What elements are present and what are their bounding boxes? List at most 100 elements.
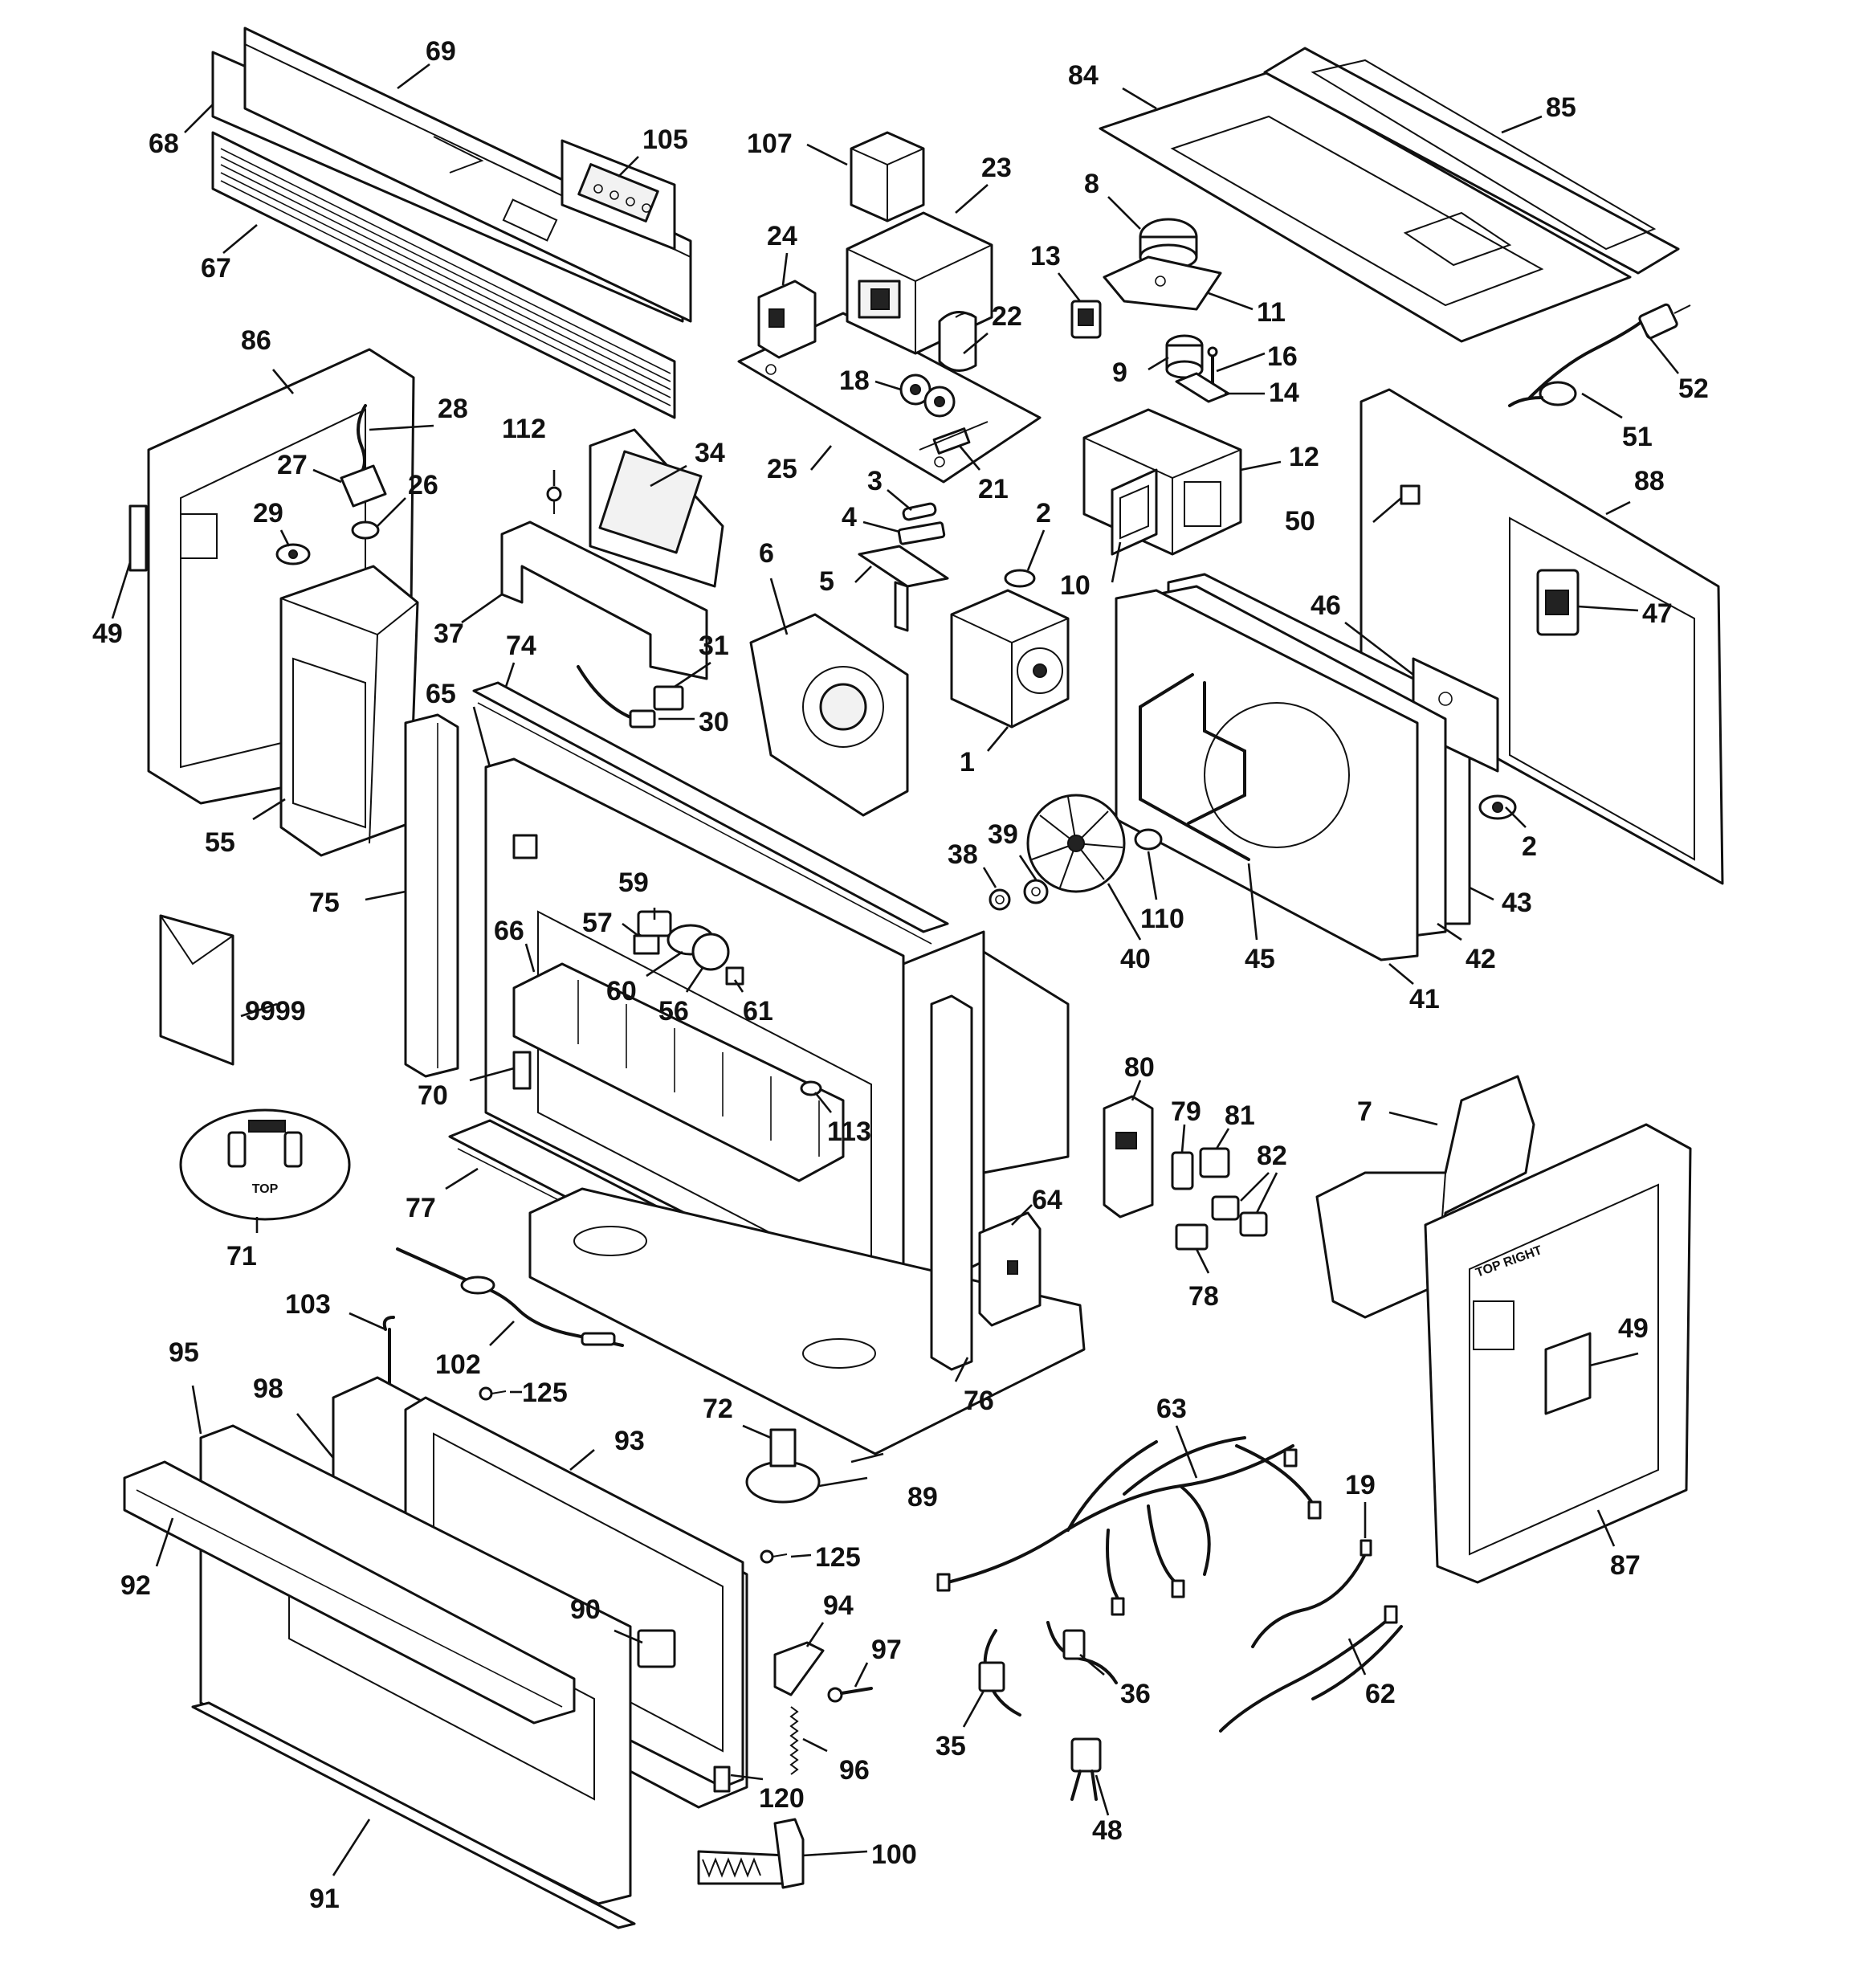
callout-59: 59: [618, 867, 649, 898]
part-31-connector: [653, 685, 684, 711]
part-2-thermal-cutout-right: [1478, 794, 1517, 820]
part-26-grommet: [351, 520, 380, 540]
callout-90: 90: [570, 1594, 601, 1625]
callout-120: 120: [759, 1783, 805, 1814]
part-9-coupler: [1165, 334, 1204, 379]
part-45-heater-element: [1139, 673, 1250, 861]
part-10-waveguide-gasket: [1111, 468, 1158, 556]
callout-4: 4: [842, 502, 857, 533]
callout-22: 22: [992, 301, 1022, 332]
callout-12: 12: [1289, 442, 1319, 472]
callout-85: 85: [1546, 92, 1576, 123]
callout-98: 98: [253, 1374, 283, 1404]
callout-82: 82: [1257, 1141, 1287, 1171]
callout-8: 8: [1084, 169, 1099, 199]
callout-113: 113: [827, 1116, 871, 1147]
part-82-switches: [1211, 1195, 1268, 1237]
part-37-board-bracket: [500, 520, 708, 680]
callout-16: 16: [1267, 341, 1298, 372]
callout-35: 35: [936, 1731, 966, 1761]
callout-45: 45: [1245, 944, 1275, 974]
part-64-bracket: [978, 1211, 1042, 1327]
callout-110: 110: [1140, 904, 1184, 934]
part-107-cube: [850, 131, 925, 222]
callout-23: 23: [981, 153, 1012, 183]
part-75-side-trim: [404, 713, 459, 1078]
callout-79: 79: [1171, 1096, 1201, 1127]
part-66-oven-rack: [512, 962, 845, 1182]
callout-63: 63: [1156, 1394, 1187, 1424]
callout-49a: 49: [92, 618, 123, 649]
part-74-top-trim: [472, 681, 949, 945]
callout-24: 24: [767, 221, 797, 251]
part-13-switch: [1070, 300, 1102, 339]
callout-88: 88: [1634, 466, 1665, 496]
part-50-clip: [1400, 484, 1421, 505]
callout-100: 100: [871, 1839, 917, 1870]
callout-25: 25: [767, 454, 797, 484]
part-112-screw: [546, 486, 562, 514]
part-62-wire-lead: [1219, 1605, 1403, 1733]
part-78-switch-bracket: [1175, 1223, 1209, 1251]
callout-29: 29: [253, 498, 283, 529]
callout-39: 39: [988, 819, 1018, 850]
part-61-clip: [725, 966, 744, 986]
callout-26: 26: [408, 470, 438, 500]
part-96-spring: [789, 1706, 799, 1775]
part-55-duct: [279, 565, 419, 857]
callout-70: 70: [418, 1080, 448, 1111]
callout-40: 40: [1120, 944, 1151, 974]
part-22-capacitor: [938, 311, 977, 372]
part-24-small-transformer: [757, 280, 817, 359]
callout-56: 56: [658, 996, 689, 1027]
callout-42: 42: [1466, 944, 1496, 974]
part-48-connector: [1070, 1737, 1102, 1801]
callout-125a: 125: [522, 1378, 568, 1408]
part-92-door-handle: [123, 1460, 576, 1725]
part-110-spacer: [1134, 828, 1163, 851]
callout-74: 74: [506, 631, 536, 661]
part-5-bracket: [858, 545, 949, 632]
callout-66: 66: [494, 916, 524, 946]
callout-47: 47: [1642, 598, 1673, 629]
callout-43: 43: [1502, 888, 1532, 918]
callout-52: 52: [1678, 374, 1709, 404]
callout-91: 91: [309, 1884, 340, 1914]
part-70-rack-support: [512, 1051, 532, 1090]
part-85-top-panel-rear: [1263, 47, 1680, 275]
part-56-lens: [691, 933, 730, 971]
callout-13: 13: [1030, 241, 1061, 271]
callout-46: 46: [1311, 590, 1341, 621]
part-18-capacitor-bracket: [899, 374, 956, 418]
callout-2a: 2: [1036, 498, 1051, 529]
callout-67: 67: [201, 253, 231, 284]
callout-7: 7: [1357, 1096, 1372, 1127]
part-3-fuse: [902, 502, 937, 521]
part-102-temperature-probe: [396, 1247, 624, 1347]
callout-28: 28: [438, 394, 468, 424]
callout-11: 11: [1257, 297, 1286, 328]
callout-38: 38: [948, 839, 978, 870]
leader-lines: [111, 63, 1680, 1876]
callout-31: 31: [699, 631, 729, 661]
part-2-thermal-cutout-center: [1004, 569, 1036, 588]
part-49-right-panel-bracket: [1544, 1332, 1592, 1415]
part-125-screw-upper: [479, 1386, 507, 1401]
part-21-diode: [919, 421, 989, 455]
part-97-pin: [827, 1687, 873, 1703]
part-120-spacer: [713, 1766, 731, 1793]
part-57-lamp-holder: [633, 934, 660, 955]
callout-2b: 2: [1522, 831, 1537, 862]
callout-94: 94: [823, 1590, 854, 1621]
callout-89: 89: [907, 1482, 938, 1512]
callout-10: 10: [1060, 570, 1090, 601]
callout-5: 5: [819, 566, 834, 597]
callout-37: 37: [434, 618, 464, 649]
callout-105: 105: [642, 125, 688, 155]
part-84-top-panel: [1099, 71, 1632, 343]
callout-21: 21: [978, 474, 1009, 504]
callout-97: 97: [871, 1635, 902, 1665]
callout-62: 62: [1365, 1679, 1396, 1709]
callout-92: 92: [120, 1570, 151, 1601]
callout-36: 36: [1120, 1679, 1151, 1709]
